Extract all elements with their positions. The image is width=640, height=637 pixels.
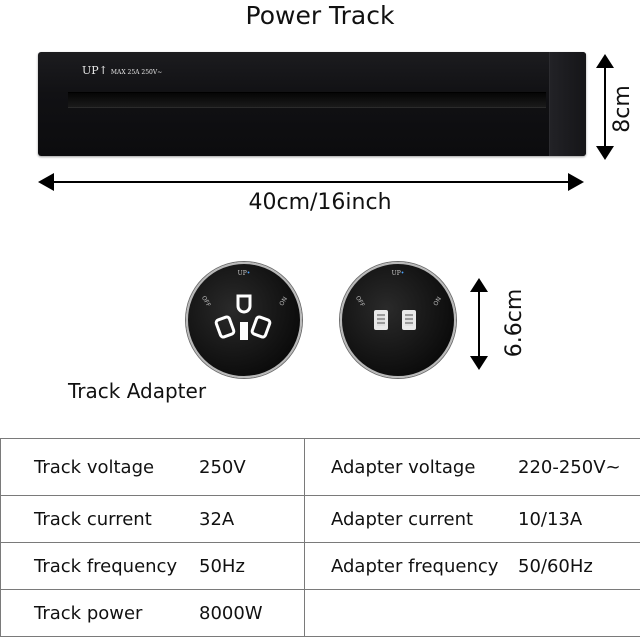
spec-key: Track frequency [1,556,199,577]
spec-value: 10/13A [518,509,582,530]
track-up-text: UP [82,64,99,77]
arrow-up-icon [470,278,488,292]
length-label: 40cm/16inch [0,190,640,216]
spec-value: 50Hz [199,556,245,577]
track-endcap [549,52,586,156]
spec-key: Track voltage [1,457,199,478]
power-track-image: UP↑MAX 25A 250V~ [38,52,586,156]
spec-key: Track power [1,603,199,624]
height-label: 8cm [610,84,636,134]
usb-port-icon [374,310,388,330]
track-slot [68,92,546,108]
power-socket-icon [214,294,274,350]
adapter-on-label: ON [278,296,289,307]
table-cell [305,590,640,637]
spec-value: 50/60Hz [518,556,593,577]
adapter-caption: Track Adapter [68,379,206,403]
spec-value: 32A [199,509,234,530]
adapter-up-label: UP• [188,270,300,277]
adapter-off-label: OFF [354,295,366,309]
page-title: Power Track [0,0,640,32]
spec-value: 250V [199,457,246,478]
arrow-left-icon [38,173,54,191]
arrow-right-icon [568,173,584,191]
indicator-dot-icon: • [247,270,251,277]
adapter-off-label: OFF [200,295,212,309]
usb-port-icon [402,310,416,330]
usb-adapter-image: UP• OFF ON [340,262,456,378]
arrow-down-icon [596,146,614,160]
adapter-up-label: UP• [342,270,454,277]
spec-key: Track current [1,509,199,530]
spec-key: Adapter voltage [305,457,518,478]
arrow-down-icon [470,356,488,370]
adapter-up-text: UP [238,270,247,277]
track-rating-text: MAX 25A 250V~ [111,69,162,76]
socket-adapter-image: UP• OFF ON [186,262,302,378]
adapter-on-label: ON [432,296,443,307]
spec-value: 220-250V~ [518,457,621,478]
adapter-up-text: UP [392,270,401,277]
spec-key: Adapter frequency [305,556,518,577]
adapter-size-label: 6.6cm [502,288,528,358]
arrow-up-icon [596,54,614,68]
track-up-label: UP↑MAX 25A 250V~ [82,64,162,77]
up-arrow-icon: ↑ [99,64,108,77]
spec-value: 8000W [199,603,263,624]
indicator-dot-icon: • [401,270,405,277]
spec-key: Adapter current [305,509,518,530]
